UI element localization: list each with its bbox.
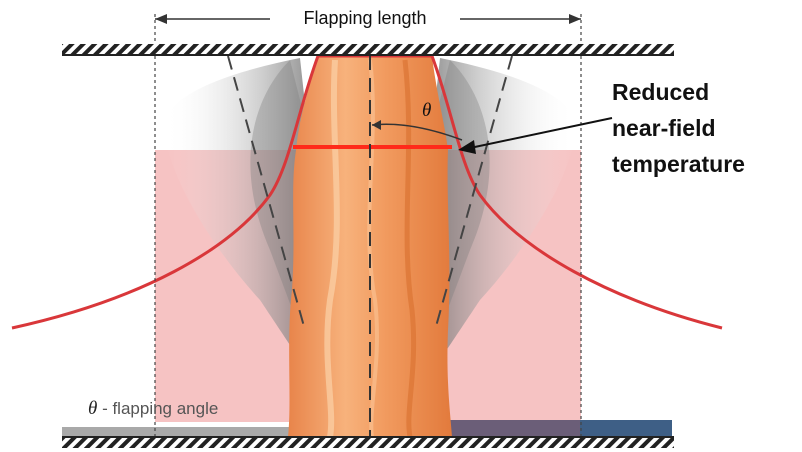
- callout-line-2: near-field: [612, 110, 797, 146]
- angle-symbol-label: θ: [422, 100, 431, 122]
- dimension-arrow-right: [569, 14, 581, 24]
- legend-text: - flapping angle: [97, 399, 218, 418]
- reduced-near-field-temperature-label: Reduced near-field temperature: [612, 74, 797, 182]
- legend-symbol: θ: [88, 398, 97, 419]
- callout-line-3: temperature: [612, 146, 797, 182]
- dimension-arrow-left: [155, 14, 167, 24]
- callout-line-1: Reduced: [612, 74, 797, 110]
- flapping-length-label: Flapping length: [270, 8, 460, 29]
- floor-wall: [62, 438, 674, 448]
- ceiling-wall: [62, 44, 674, 54]
- floor-strip-blue: [580, 420, 672, 437]
- flapping-angle-legend: θ - flapping angle: [88, 398, 218, 420]
